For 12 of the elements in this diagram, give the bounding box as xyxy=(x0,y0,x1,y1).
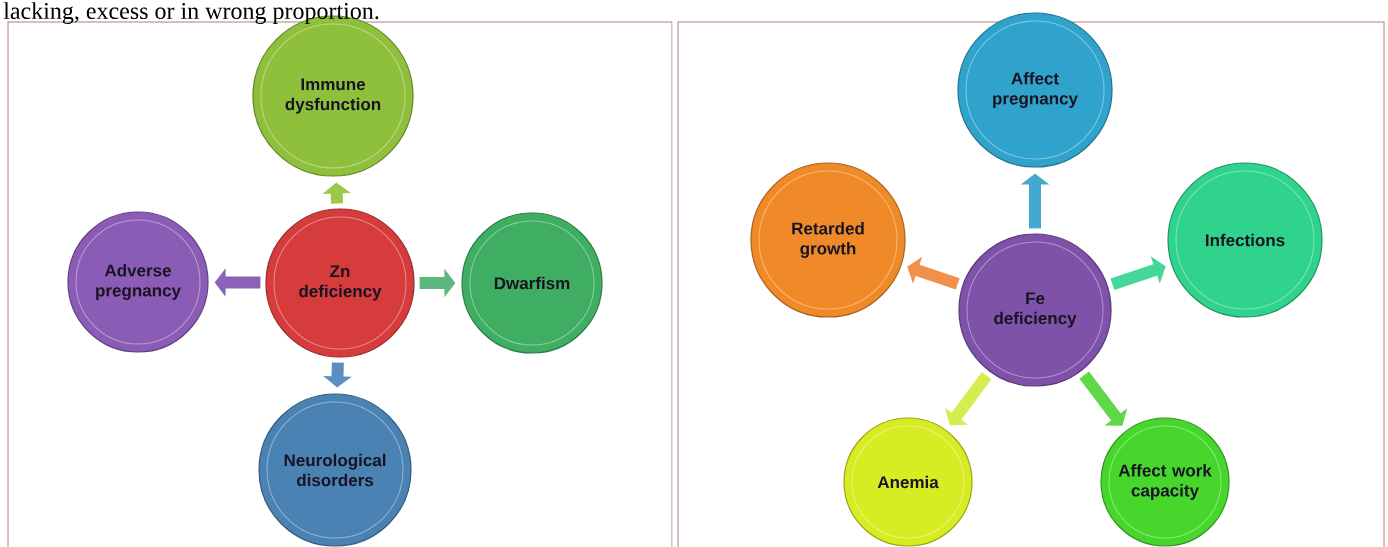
block-arrow xyxy=(1079,371,1128,426)
circle-node: Affect pregnancy xyxy=(957,12,1113,168)
circle-node: Affect work capacity xyxy=(1100,417,1230,547)
circle-node: Infections xyxy=(1167,162,1323,318)
circle-node: Anemia xyxy=(843,417,973,547)
circle-node: Retarded growth xyxy=(750,162,906,318)
circle-node: Fe deficiency xyxy=(958,233,1112,387)
circle-node: Zn deficiency xyxy=(265,208,415,358)
circle-node: Dwarfism xyxy=(461,212,603,354)
circle-node: Neurological disorders xyxy=(258,393,412,547)
block-arrow xyxy=(1110,256,1166,290)
circle-node: Adverse pregnancy xyxy=(67,211,209,353)
